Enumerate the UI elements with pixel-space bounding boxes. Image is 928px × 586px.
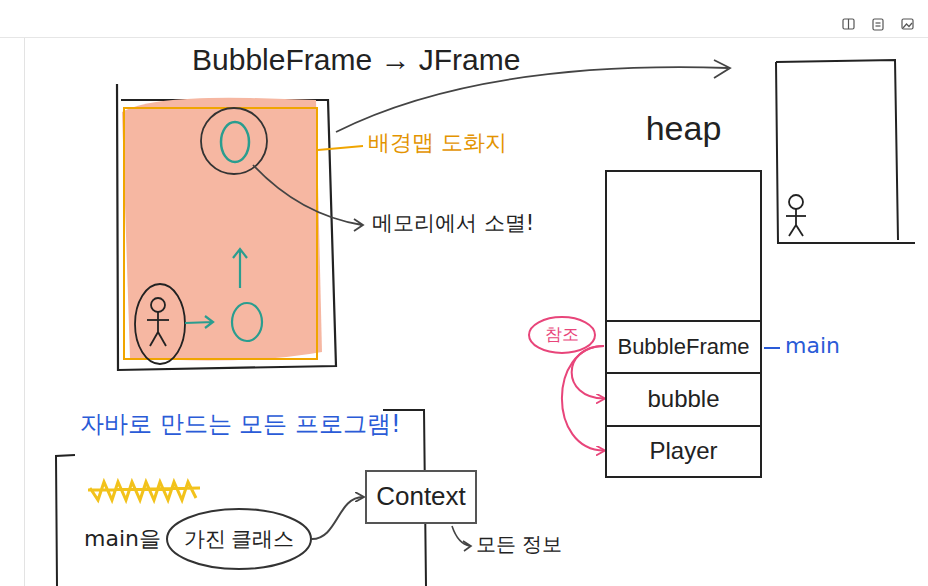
background-outline [124,108,317,359]
bracket [56,455,75,586]
heap-cell: bubble [607,372,760,425]
context-box: Context [365,470,477,524]
body [795,209,797,225]
toolbar [0,0,928,37]
window-player [786,195,806,236]
heap-stack: heapBubbleFramebubblePlayer [605,170,762,478]
icon [873,19,883,30]
bubble [232,303,262,341]
player-highlight [135,284,185,364]
icon [876,22,881,23]
window-outline [776,60,915,243]
note: 모든 정보 [476,532,562,556]
bubble [221,122,249,162]
player-figure [147,298,169,346]
leader-line [318,146,363,150]
node-text: BubbleFrame [617,334,749,360]
head [151,298,165,312]
bubble-highlight [201,108,267,174]
heading-note: 자바로 만드는 모든 프로그램! [80,410,401,439]
ellipse-shape [167,509,311,569]
toolbar-icons [843,19,913,30]
background-fill [122,98,322,361]
leader-line [253,165,363,231]
arms [786,215,806,217]
icon [876,25,881,26]
heap-cell: BubbleFrame [607,320,760,372]
arms [147,319,169,321]
annotation: 배경맵 도화지 [368,130,507,156]
arrow [233,249,247,288]
dash [764,347,780,349]
note: main을 [84,526,161,552]
ellipse-shape [529,317,595,353]
icon [902,19,913,29]
leg [796,225,803,236]
icon [843,19,854,29]
reference-bubble: 참조 [528,316,596,354]
node-text: 참조 [545,325,579,345]
connector [312,497,363,539]
node-text: 가진 클래스 [184,526,295,551]
connector [562,346,604,451]
icon [903,23,912,28]
arrow [185,316,213,328]
leg [158,332,166,346]
connector [572,346,604,399]
frame-outline [117,84,336,370]
leg [150,332,158,346]
annotation: 메모리에서 소멸! [372,211,534,236]
annotation: main [785,333,840,359]
node-text: Context [376,481,466,512]
bubble-motion [185,249,262,341]
node-text: Player [649,437,717,466]
class-ellipse: 가진 클래스 [166,508,312,570]
margin-line [24,38,25,586]
heap-cell: Player [607,425,760,476]
head [789,195,803,209]
toolbar-divider [0,37,928,38]
highlight-scribble [88,482,200,500]
title: BubbleFrame → JFrame [192,42,520,78]
node-text: bubble [647,385,719,414]
body [157,312,159,332]
icon [848,19,849,29]
leg [789,225,796,236]
heap-heading: heap [646,108,722,149]
leader-line [452,526,471,551]
